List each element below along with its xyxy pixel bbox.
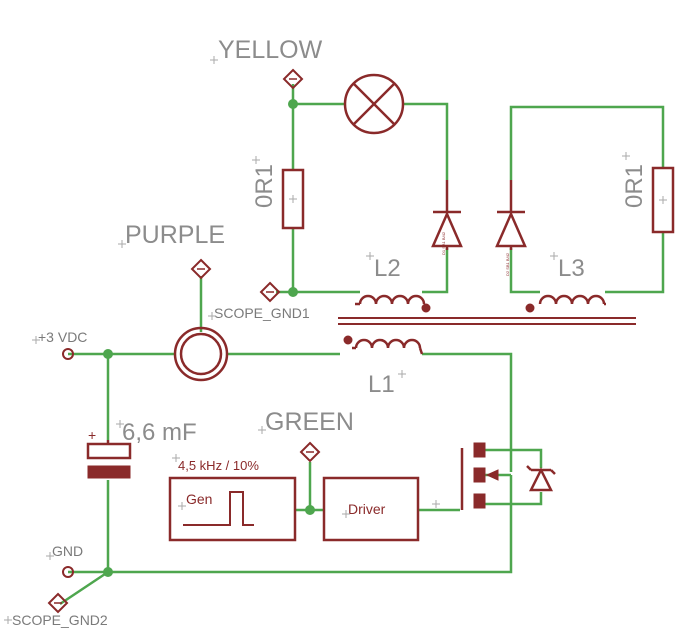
diode-right[interactable]: D2 SB1 B/42: [495, 180, 527, 276]
svg-text:D2 SB1 B/42: D2 SB1 B/42: [505, 252, 510, 276]
mosfet-body-diode: [526, 465, 556, 492]
label-vdc: +3 VDC: [38, 329, 87, 345]
label-resistor-right: 0R1: [621, 164, 648, 208]
inductor-l2[interactable]: [355, 294, 431, 313]
label-gnd: GND: [52, 543, 83, 559]
label-scope-gnd2: SCOPE_GND2: [12, 612, 108, 628]
label-driver: Driver: [348, 501, 386, 517]
generator-block[interactable]: [168, 476, 297, 542]
testpoint-green[interactable]: [299, 441, 321, 463]
wires: [59, 84, 665, 606]
label-gen: Gen: [186, 491, 212, 507]
mosfet-symbol[interactable]: [460, 442, 499, 510]
label-capacitor: 6,6 mF: [122, 419, 197, 446]
label-l1: L1: [368, 371, 395, 398]
capacitor[interactable]: +: [86, 427, 132, 479]
testpoint-yellow[interactable]: [282, 68, 304, 90]
label-scope-gnd1: SCOPE_GND1: [214, 305, 310, 321]
testpoint-scope-gnd1[interactable]: [259, 281, 281, 303]
inductor-l1[interactable]: [343, 335, 424, 355]
svg-text:D1 SB1 B/42: D1 SB1 B/42: [441, 231, 446, 255]
testpoint-purple[interactable]: [190, 258, 212, 280]
terminal-gnd[interactable]: [62, 566, 74, 578]
origin-markers: [4, 56, 630, 624]
transformer-core: [338, 317, 636, 325]
svg-text:+: +: [88, 427, 96, 443]
terminal-vdc[interactable]: [62, 348, 74, 360]
label-l2: L2: [374, 255, 401, 282]
driver-block[interactable]: [322, 476, 420, 542]
junctions: [103, 99, 315, 577]
diode-left[interactable]: D1 SB1 B/42: [431, 180, 463, 255]
label-yellow: YELLOW: [218, 36, 323, 64]
current-probe-ring[interactable]: [173, 326, 229, 382]
lamp-symbol[interactable]: [343, 73, 405, 135]
resistor-left[interactable]: [281, 168, 305, 230]
resistor-right[interactable]: [651, 166, 675, 234]
inductor-l3[interactable]: [525, 294, 606, 313]
testpoint-scope-gnd2[interactable]: [47, 592, 69, 614]
label-green: GREEN: [265, 408, 354, 436]
label-l3: L3: [558, 255, 585, 282]
label-resistor-left: 0R1: [251, 164, 278, 208]
label-frequency: 4,5 kHz / 10%: [178, 458, 259, 473]
label-purple: PURPLE: [125, 221, 225, 249]
